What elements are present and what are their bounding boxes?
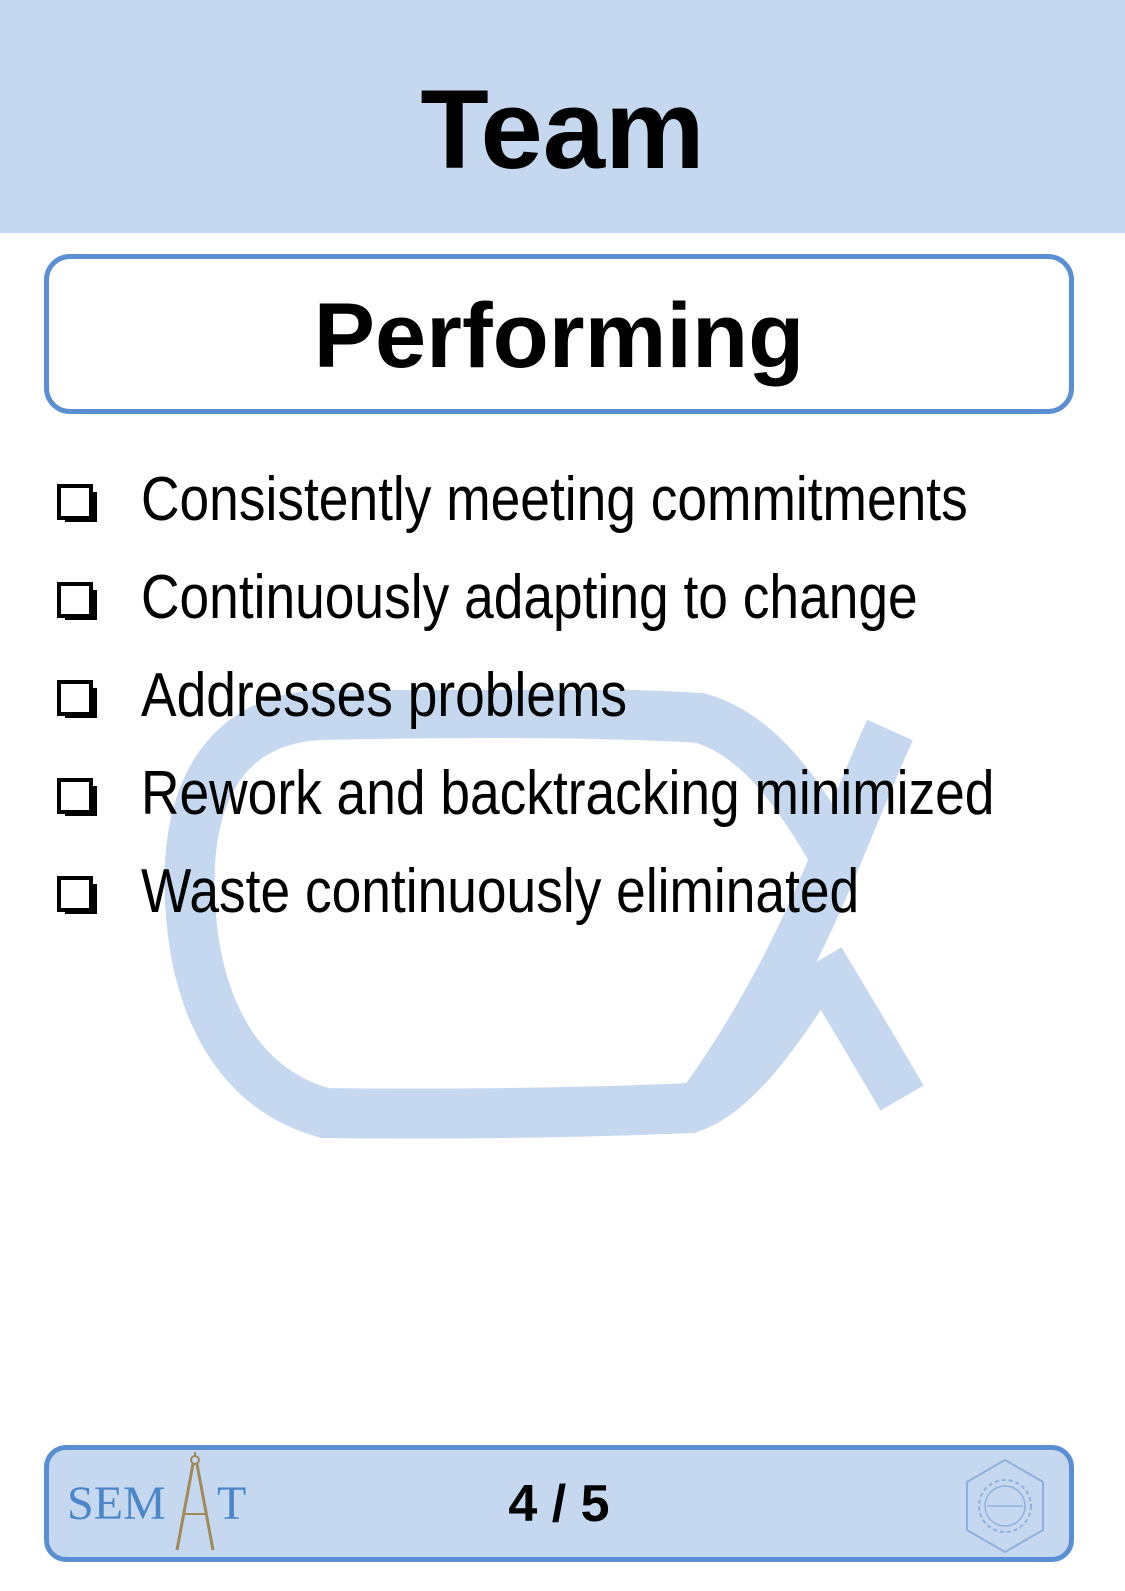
checklist-item: Consistently meeting commitments <box>55 460 1105 558</box>
checklist-item: Addresses problems <box>55 656 1105 754</box>
checklist-item-label: Continuously adapting to change <box>141 563 918 632</box>
checkbox-icon[interactable] <box>57 680 97 720</box>
state-box: Performing <box>44 254 1074 414</box>
compass-icon <box>175 1452 215 1551</box>
checklist-item: Waste continuously eliminated <box>55 852 1105 950</box>
page-indicator: 4 / 5 <box>508 1475 610 1533</box>
state-title: Performing <box>313 285 805 387</box>
checklist-item-label: Addresses problems <box>141 661 628 730</box>
checkbox-icon[interactable] <box>57 484 97 524</box>
checklist-item-label: Consistently meeting commitments <box>141 465 968 534</box>
card-header: Team <box>0 0 1125 233</box>
checklist-item: Rework and backtracking minimized <box>55 754 1105 852</box>
checkbox-icon[interactable] <box>57 876 97 916</box>
checklist-item-label: Rework and backtracking minimized <box>141 759 995 828</box>
checkbox-icon[interactable] <box>57 778 97 818</box>
card-footer: SEM T 4 / 5 <box>44 1445 1074 1562</box>
checkbox-icon[interactable] <box>57 582 97 622</box>
semat-logo: SEM T <box>67 1450 247 1558</box>
alpha-title: Team <box>420 67 705 192</box>
essence-gear-icon <box>966 1458 1044 1554</box>
checklist-item-label: Waste continuously eliminated <box>141 857 860 926</box>
checklist: Consistently meeting commitments Continu… <box>55 460 1105 950</box>
semat-logo-text-left: SEM <box>67 1477 166 1530</box>
checklist-item: Continuously adapting to change <box>55 558 1105 656</box>
alpha-symbol-watermark <box>164 690 924 1139</box>
semat-logo-text-right: T <box>217 1477 247 1530</box>
